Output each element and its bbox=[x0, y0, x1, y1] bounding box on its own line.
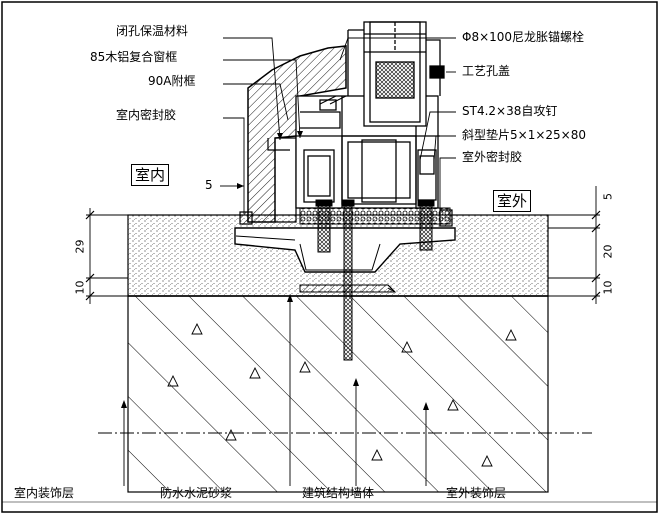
label-hole-cap: 工艺孔盖 bbox=[462, 64, 511, 78]
label-outer-sealant: 室外密封胶 bbox=[462, 150, 523, 164]
sub-frame bbox=[239, 138, 453, 227]
label-wall: 建筑结构墙体 bbox=[302, 486, 375, 500]
label-indoor: 室内 bbox=[131, 164, 170, 186]
label-indoor-finish: 室内装饰层 bbox=[14, 486, 75, 500]
label-gap-5: 5 bbox=[205, 178, 213, 192]
label-inner-sealant: 室内密封胶 bbox=[116, 108, 177, 122]
label-screw: ST4.2×38自攻钉 bbox=[462, 104, 558, 118]
label-outdoor-finish: 室外装饰层 bbox=[446, 486, 507, 500]
label-outdoor: 室外 bbox=[493, 190, 532, 212]
dim-left-29: 29 bbox=[73, 239, 87, 254]
dim-right-5: 5 bbox=[601, 193, 615, 200]
label-insulation: 闭孔保温材料 bbox=[116, 24, 189, 38]
fasteners bbox=[315, 199, 435, 361]
dim-right-10: 10 bbox=[601, 280, 615, 295]
dim-right-20: 20 bbox=[601, 244, 615, 259]
leader-arrows bbox=[121, 131, 429, 410]
label-mortar: 防水水泥砂浆 bbox=[160, 486, 233, 500]
right-dimensions bbox=[548, 186, 601, 304]
label-sub-frame: 90A附框 bbox=[148, 74, 196, 88]
label-anchor-bolt: Φ8×100尼龙胀锚螺栓 bbox=[462, 30, 585, 44]
structural-wall bbox=[127, 295, 549, 493]
label-shim: 斜型垫片5×1×25×80 bbox=[462, 128, 586, 142]
left-dimensions bbox=[85, 208, 128, 304]
glass-unit bbox=[319, 21, 445, 127]
leader-lines bbox=[123, 37, 456, 486]
dim-left-10: 10 bbox=[73, 280, 87, 295]
label-wood-frame: 85木铝复合窗框 bbox=[90, 50, 178, 64]
